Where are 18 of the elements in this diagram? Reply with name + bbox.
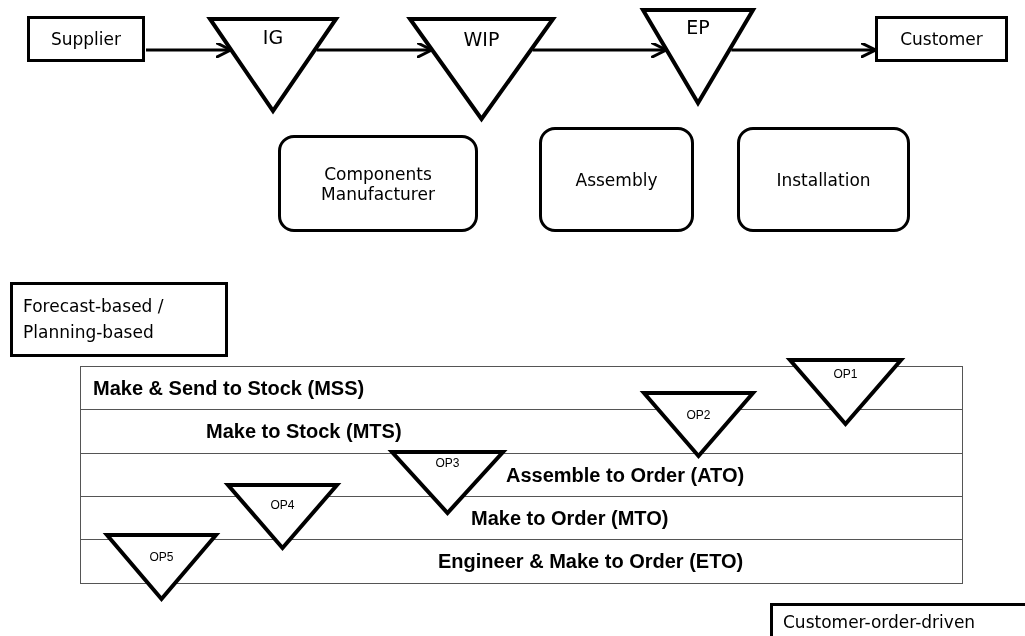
arrow <box>316 41 434 59</box>
arrow <box>146 41 233 59</box>
process-box: Customer-order-driven <box>770 603 1025 636</box>
arrow <box>731 41 877 59</box>
triangle-node: IG <box>208 17 338 113</box>
triangle-node: OP2 <box>642 391 755 458</box>
triangle-node: OP1 <box>788 358 903 426</box>
triangle-node: OP5 <box>105 533 218 601</box>
rounded-process-box: Installation <box>737 127 910 232</box>
triangle-node: OP4 <box>226 483 339 550</box>
process-box: Customer <box>875 16 1008 62</box>
triangle-node: WIP <box>408 17 555 121</box>
process-box: Forecast-based / Planning-based <box>10 282 228 357</box>
process-box: Supplier <box>27 16 145 62</box>
triangle-node: EP <box>641 8 755 105</box>
rounded-process-box: Assembly <box>539 127 694 232</box>
rounded-process-box: Components Manufacturer <box>278 135 478 232</box>
arrow <box>532 41 668 59</box>
